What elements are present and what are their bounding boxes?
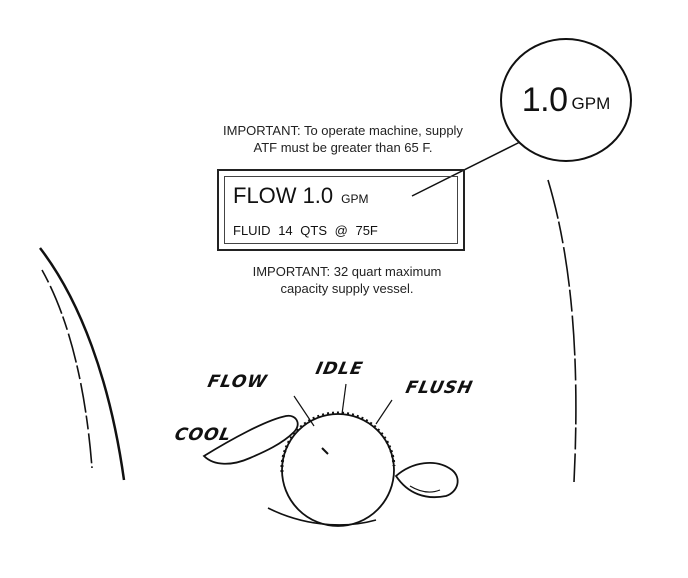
flow-label: FLOW [233, 183, 297, 208]
knob-pointer [321, 447, 329, 455]
hand-outline [202, 414, 299, 465]
note-top-line1: IMPORTANT: To operate machine, supply [223, 123, 463, 138]
tick-flush [375, 399, 393, 425]
housing-right-curve [547, 179, 577, 483]
callout-value: 1.0 [521, 80, 568, 119]
housing-left-outer-curve [39, 247, 126, 481]
fluid-qty: 14 [278, 223, 293, 238]
fluid-label: FLUID [233, 223, 271, 238]
callout-leader-line [411, 141, 521, 197]
note-top-line2: ATF must be greater than 65 F. [253, 140, 433, 155]
hand-palm-lower [267, 507, 377, 526]
callout-unit: GPM [571, 94, 611, 113]
important-note-capacity: IMPORTANT: 32 quart maximum capacity sup… [202, 263, 492, 297]
fluid-readout: FLUID 14 QTS @ 75F [233, 223, 382, 238]
knob-serration [280, 411, 396, 473]
note-bottom-line2: capacity supply vessel. [280, 281, 414, 296]
knob-position-flush[interactable]: FLUSH [403, 378, 475, 398]
knob-position-idle[interactable]: IDLE [313, 359, 366, 379]
tick-idle [341, 383, 347, 415]
housing-left-inner-curve [41, 269, 93, 469]
hand-thumb [394, 462, 459, 498]
knob-position-cool[interactable]: COOL [172, 425, 234, 445]
at-symbol: @ [334, 223, 348, 238]
fluid-temperature: 75F [355, 223, 378, 238]
fluid-unit: QTS [300, 223, 328, 238]
tick-flow [293, 395, 315, 427]
important-note-temperature: IMPORTANT: To operate machine, supply AT… [178, 122, 508, 156]
note-bottom-line1: IMPORTANT: 32 quart maximum [252, 264, 442, 279]
flow-callout-circle: 1.0 GPM [500, 38, 632, 162]
flow-value: 1.0 [302, 183, 334, 208]
knob-position-flow[interactable]: FLOW [205, 372, 270, 392]
hand-finger-crease [409, 485, 441, 493]
flow-unit: GPM [341, 192, 369, 206]
